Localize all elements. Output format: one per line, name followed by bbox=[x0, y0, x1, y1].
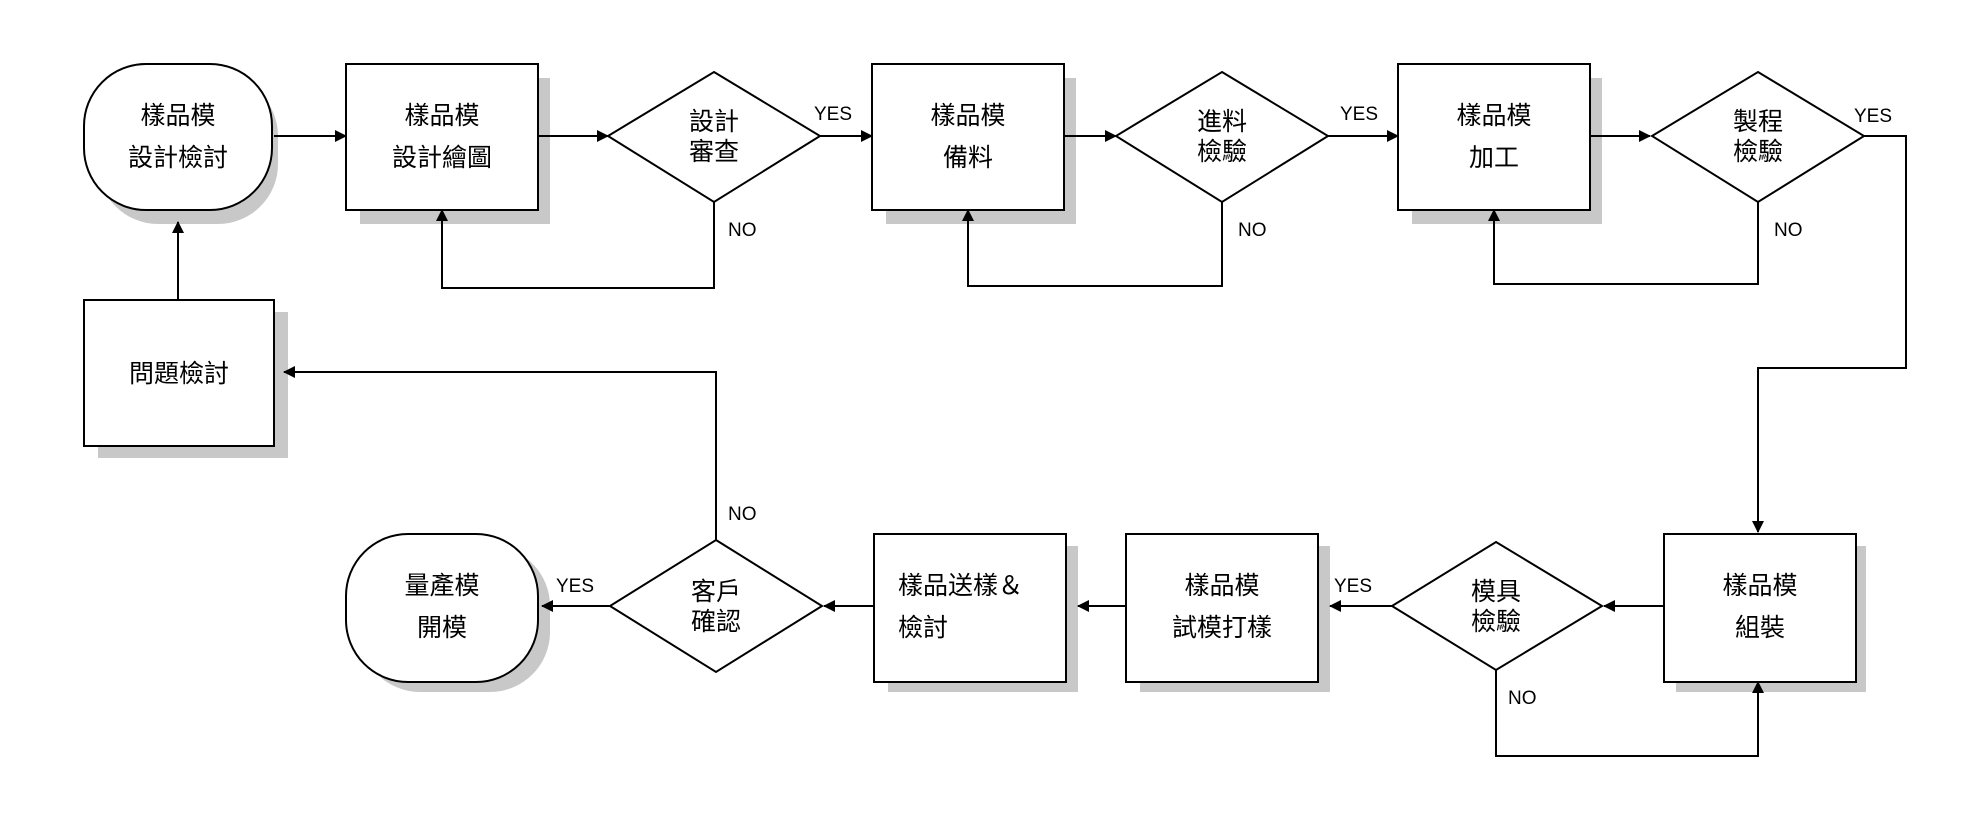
review-no-label: NO bbox=[728, 220, 757, 241]
trial-label-1: 樣品模 bbox=[1184, 571, 1259, 600]
edge-labels: YES NO YES NO YES NO NO YES YES NO bbox=[556, 104, 1892, 709]
moldinsp-label-2: 檢驗 bbox=[1471, 607, 1521, 636]
assembly-label-1: 樣品模 bbox=[1722, 571, 1797, 600]
customer-yes-label: YES bbox=[556, 576, 594, 597]
edge-moldinsp-assembly-no bbox=[1495, 670, 1764, 757]
incoming-no-label: NO bbox=[1238, 220, 1267, 241]
review-label-2: 審查 bbox=[689, 137, 739, 166]
moldinsp-no-label: NO bbox=[1508, 688, 1537, 709]
edge-process-machining-no bbox=[1488, 202, 1759, 285]
machining-process bbox=[1397, 63, 1591, 211]
review-label-1: 設計 bbox=[689, 107, 739, 136]
drawing-process bbox=[345, 63, 539, 211]
prep-process bbox=[871, 63, 1065, 211]
assembly-label-2: 組裝 bbox=[1735, 613, 1785, 642]
trial-process bbox=[1125, 533, 1319, 683]
edge-review-drawing-no bbox=[436, 202, 715, 289]
customer-no-label: NO bbox=[728, 504, 757, 525]
prep-label-2: 備料 bbox=[943, 143, 993, 172]
mass-terminal bbox=[345, 533, 539, 683]
problem-process bbox=[83, 299, 275, 447]
start-label-2: 設計檢討 bbox=[128, 143, 228, 172]
problem-label: 問題檢討 bbox=[129, 359, 229, 388]
incoming-label-1: 進料 bbox=[1197, 107, 1247, 136]
shapes bbox=[83, 63, 1866, 683]
trial-label-2: 試模打樣 bbox=[1172, 613, 1272, 642]
process-no-label: NO bbox=[1774, 220, 1803, 241]
moldinsp-decision bbox=[1390, 540, 1604, 672]
send-label-2: 檢討 bbox=[898, 613, 948, 642]
mass-label-2: 開模 bbox=[417, 613, 467, 642]
edge-incoming-prep-no bbox=[962, 202, 1223, 287]
machining-label-2: 加工 bbox=[1469, 143, 1519, 172]
process-label-1: 製程 bbox=[1733, 107, 1783, 136]
node-labels: 樣品模 設計檢討 樣品模 設計繪圖 設計 審查 樣品模 備料 進料 檢驗 樣品模… bbox=[128, 101, 1798, 642]
edge-customer-problem-no bbox=[283, 366, 717, 540]
start-terminal bbox=[83, 63, 273, 211]
review-decision bbox=[606, 70, 822, 204]
assembly-process bbox=[1663, 533, 1857, 683]
prep-label-1: 樣品模 bbox=[930, 101, 1005, 130]
incoming-label-2: 檢驗 bbox=[1197, 137, 1247, 166]
process-yes-label: YES bbox=[1854, 106, 1892, 127]
review-yes-label: YES bbox=[814, 104, 852, 125]
drawing-label-2: 設計繪圖 bbox=[392, 143, 492, 172]
customer-label-2: 確認 bbox=[691, 607, 741, 636]
process-decision bbox=[1650, 70, 1866, 204]
moldinsp-yes-label: YES bbox=[1334, 576, 1372, 597]
send-process bbox=[873, 533, 1067, 683]
edge-process-assembly-yes bbox=[1752, 135, 1907, 533]
moldinsp-label-1: 模具 bbox=[1471, 577, 1521, 606]
mass-label-1: 量產模 bbox=[404, 571, 479, 600]
process-label-2: 檢驗 bbox=[1733, 137, 1783, 166]
customer-label-1: 客戶 bbox=[691, 577, 741, 606]
connectors bbox=[172, 130, 1907, 757]
machining-label-1: 樣品模 bbox=[1456, 101, 1531, 130]
start-label-1: 樣品模 bbox=[140, 101, 215, 130]
send-label-1: 樣品送樣＆ bbox=[898, 571, 1023, 600]
incoming-decision bbox=[1114, 70, 1330, 204]
drawing-label-1: 樣品模 bbox=[404, 101, 479, 130]
incoming-yes-label: YES bbox=[1340, 104, 1378, 125]
customer-decision bbox=[608, 538, 824, 674]
